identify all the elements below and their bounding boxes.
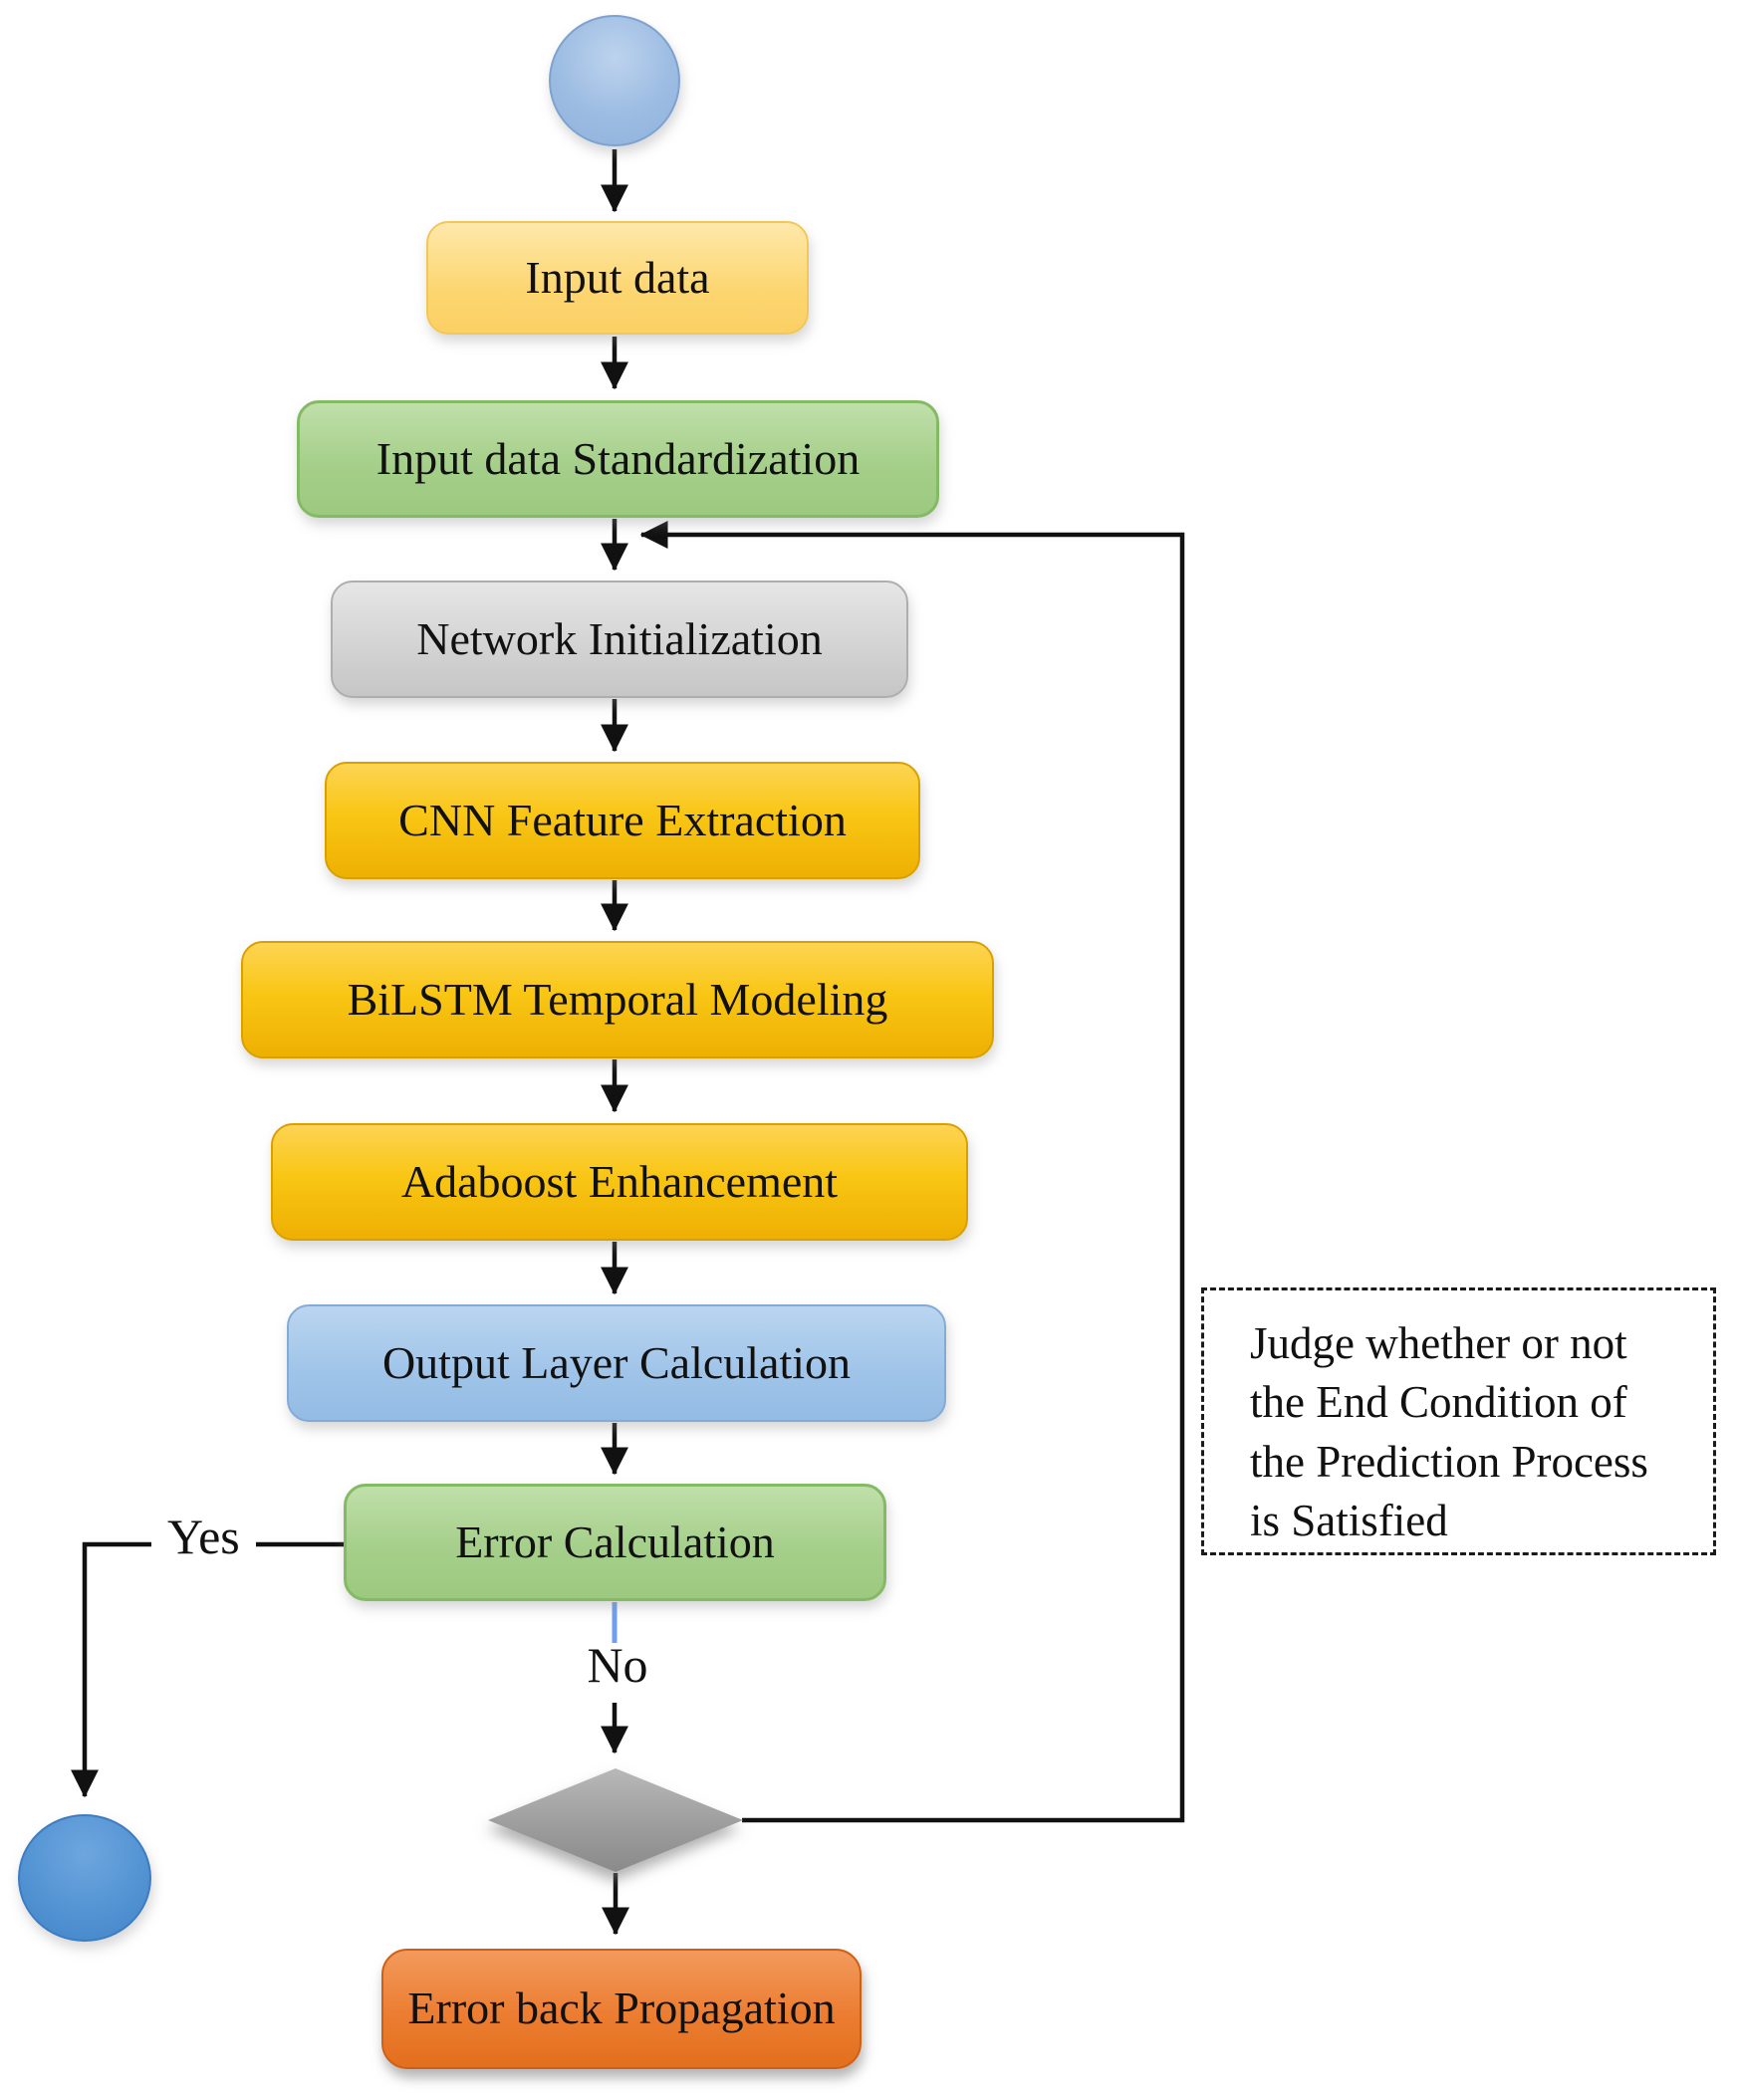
node-error-back-propagation: Error back Propagation (381, 1949, 862, 2069)
edge-yes-to-end (71, 1541, 344, 1798)
node-bilstm-temporal-modeling: BiLSTM Temporal Modeling (241, 941, 994, 1058)
node-label: Error Calculation (455, 1516, 775, 1567)
node-label: Network Initialization (416, 612, 823, 664)
node-label: Input data Standardization (375, 432, 861, 484)
node-output-layer-calculation: Output Layer Calculation (287, 1304, 946, 1422)
node-input-data: Input data (426, 221, 809, 335)
edge-label-yes: Yes (151, 1510, 256, 1564)
node-cnn-feature-extraction: CNN Feature Extraction (325, 762, 920, 879)
node-label: Error back Propagation (407, 1983, 836, 2034)
node-label: Adaboost Enhancement (400, 1155, 839, 1207)
node-label: CNN Feature Extraction (398, 794, 847, 845)
node-adaboost-enhancement: Adaboost Enhancement (271, 1123, 968, 1241)
judge-condition-annotation: Judge whether or not the End Condition o… (1201, 1287, 1716, 1555)
node-label: BiLSTM Temporal Modeling (347, 973, 888, 1025)
edge-decision-feedback-loop (639, 521, 1185, 1823)
decision-diamond-node (488, 1768, 743, 1872)
edge-label-no: No (587, 1637, 648, 1693)
node-label: Input data (525, 251, 710, 303)
node-input-data-standardization: Input data Standardization (297, 400, 939, 518)
node-network-initialization: Network Initialization (331, 581, 908, 698)
node-label: Output Layer Calculation (381, 1336, 852, 1388)
end-node (18, 1814, 151, 1942)
start-node (549, 15, 680, 146)
node-error-calculation: Error Calculation (344, 1484, 886, 1601)
